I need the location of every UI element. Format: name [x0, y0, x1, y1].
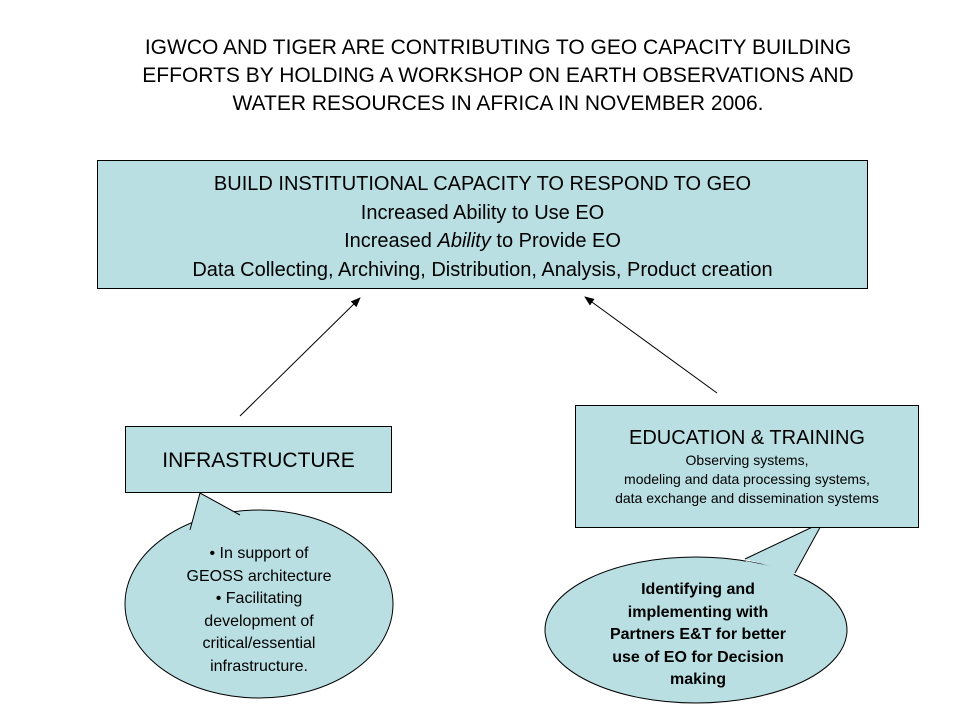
arrow-infrastructure-to-goal	[239, 297, 361, 417]
goal-text: to Provide EO	[490, 230, 621, 252]
education-sub-line: Observing systems,	[685, 452, 809, 468]
goal-text-italic: Ability	[437, 230, 491, 252]
bubble-line: • Facilitating	[215, 590, 303, 607]
title-line: WATER RESOURCES IN AFRICA IN NOVEMBER 20…	[232, 92, 764, 115]
infrastructure-box: INFRASTRUCTURE	[125, 426, 392, 493]
bubble-line: critical/essential	[202, 635, 316, 652]
infrastructure-label: INFRASTRUCTURE	[162, 449, 355, 472]
bubble-line: GEOSS architecture	[186, 567, 332, 585]
goal-box: BUILD INSTITUTIONAL CAPACITY TO RESPOND …	[97, 160, 868, 289]
title-line: EFFORTS BY HOLDING A WORKSHOP ON EARTH O…	[142, 64, 854, 87]
goal-line: Data Collecting, Archiving, Distribution…	[192, 258, 773, 281]
education-sub-line: modeling and data processing systems,	[624, 471, 870, 487]
goal-heading: BUILD INSTITUTIONAL CAPACITY TO RESPOND …	[213, 173, 752, 195]
goal-text: Increased	[344, 230, 438, 252]
slide-title: IGWCO AND TIGER ARE CONTRIBUTING TO GEO …	[60, 34, 936, 118]
bubble-line: • In support of	[209, 545, 309, 562]
title-line: IGWCO AND TIGER ARE CONTRIBUTING TO GEO …	[144, 36, 852, 59]
infrastructure-bubble-text: • In support of GEOSS architecture • Fac…	[150, 543, 368, 678]
goal-line: Increased Ability to Use EO	[360, 201, 605, 224]
bubble-line: development of	[204, 612, 314, 630]
bubble-line: making	[669, 671, 726, 688]
infrastructure-callout-bubble	[124, 492, 394, 699]
bubble-line: implementing with	[627, 603, 769, 621]
bubble-line: use of EO for Decision	[612, 648, 784, 666]
bubble-line: infrastructure.	[210, 657, 308, 675]
education-training-label: EDUCATION & TRAINING	[629, 427, 865, 449]
education-bubble-text: Identifying and implementing with Partne…	[570, 579, 826, 692]
education-training-box: EDUCATION & TRAINING Observing systems, …	[575, 405, 919, 528]
arrow-education-to-goal	[584, 296, 718, 394]
goal-line: Increased Ability to Provide EO	[98, 227, 867, 256]
bubble-line: Identifying and	[641, 581, 755, 598]
bubble-line: Partners E&T for better	[609, 626, 787, 643]
education-sub-line: data exchange and dissemination systems	[615, 490, 879, 506]
